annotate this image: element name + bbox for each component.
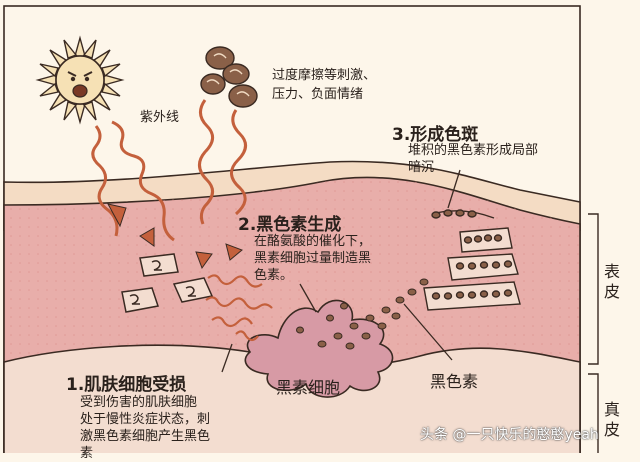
pointer-lines [221,169,461,373]
step2-desc: 在酪氨酸的催化下， 黑素细胞过量制造黑 色素。 [254,234,372,283]
sun-face-icon [35,35,125,125]
step1-desc: 受到伤害的肌肤细胞 处于慢性炎症状态，刺 激黑色素细胞产生黑色 素 [80,395,211,461]
melanocyte-label: 黑素细胞 [276,378,341,397]
trigger-arrow [195,99,247,270]
step1-title: 1.肌肤细胞受损 [66,375,187,395]
trigger-label: 过度摩擦等刺激、 压力、负面情绪 [272,68,377,102]
stress-ball-icon [200,46,258,108]
melanin-dot-icon [296,278,429,350]
epidermis-label: 表 皮 [604,262,621,301]
uv-arrow [91,120,175,247]
uv-label: 紫外线 [140,110,180,125]
watermark: 头条 @一只快乐的憨憨yeah [420,427,599,443]
melanin-spot-stack [423,209,521,311]
damaged-cell-icon [121,253,214,313]
step3-desc: 堆积的黑色素形成局部 暗沉 [408,143,539,175]
step3-title: 3.形成色斑 [392,125,479,145]
melanin-label: 黑色素 [430,372,479,391]
dermis-label: 真 皮 [604,400,621,439]
step2-title: 2.黑色素生成 [238,215,342,235]
layer-brackets [588,213,599,453]
signal-squiggles [205,274,273,342]
